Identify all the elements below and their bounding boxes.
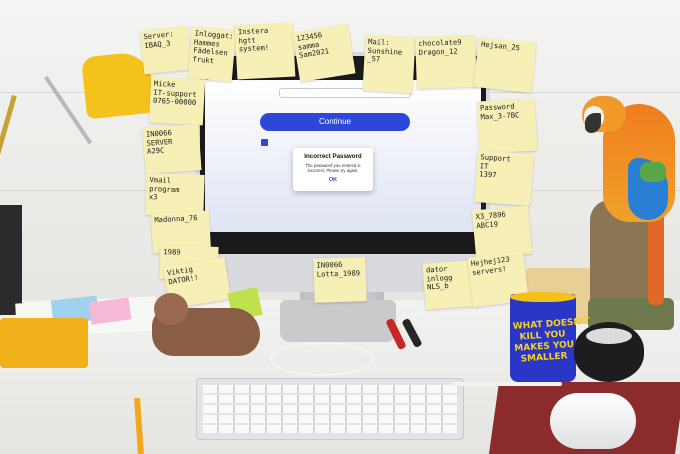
parrot-green-feathers <box>640 162 666 182</box>
mug-slogan: WHAT DOESN'T KILL YOU MAKES YOU SMALLER <box>512 316 591 365</box>
sticky-note: Hejsan_25 <box>473 37 537 93</box>
mouse-cable <box>452 382 562 386</box>
sticky-note: IN0066 Lotta_1989 <box>313 257 367 303</box>
continue-button[interactable]: Continue <box>260 113 410 131</box>
key-row <box>203 385 457 393</box>
key-row <box>203 395 457 403</box>
mug <box>510 294 576 382</box>
key-row <box>203 415 457 423</box>
dialog-ok-button[interactable]: OK <box>328 177 338 183</box>
monitor-stand-base <box>280 300 396 342</box>
sticky-note: Micke IT-support 0765-00000 <box>148 76 206 126</box>
parrot-tail <box>648 210 664 305</box>
sticky-note: Mail: Sunshine _57 <box>362 34 416 94</box>
parrot-beak <box>585 113 601 133</box>
sticky-note: Instera hgtt system! <box>234 22 296 80</box>
dialog-message: The password you entered is incorrect. P… <box>305 163 361 173</box>
key-row <box>203 425 457 433</box>
sticky-note: Support IT 1397 <box>474 150 534 206</box>
sticky-note: X3_7896 ABC19 <box>472 205 532 259</box>
dark-box <box>0 205 22 315</box>
otter-figurine-head <box>154 293 188 325</box>
sticky-note: Inloggat: Hammes Fädelsen frukt <box>187 26 237 82</box>
duct-tape-core <box>586 328 632 344</box>
sticky-note: chocolate9 Dragon_12 <box>415 34 477 90</box>
dialog-title: Incorrect Password <box>304 153 362 160</box>
earbuds-cable <box>270 342 374 376</box>
lamp-base <box>0 318 88 368</box>
key-row <box>203 405 457 413</box>
remember-checkbox[interactable] <box>261 139 268 146</box>
incorrect-password-dialog: Incorrect Password The password you ente… <box>293 148 373 191</box>
mug-rim <box>510 292 576 302</box>
sticky-note: IN0066 SERVER A29C <box>142 124 202 174</box>
sticky-note: 123456 samma Sam2021 <box>292 23 356 83</box>
sticky-note: dator inlogg NLS_b <box>422 260 474 310</box>
mouse <box>550 393 636 449</box>
login-screen: Continue Incorrect Password The password… <box>205 80 481 232</box>
keyboard <box>196 378 464 440</box>
sticky-note: Server: IBAQ_3 <box>139 25 193 75</box>
sticky-note: Password Max_3-7BC <box>476 98 538 154</box>
